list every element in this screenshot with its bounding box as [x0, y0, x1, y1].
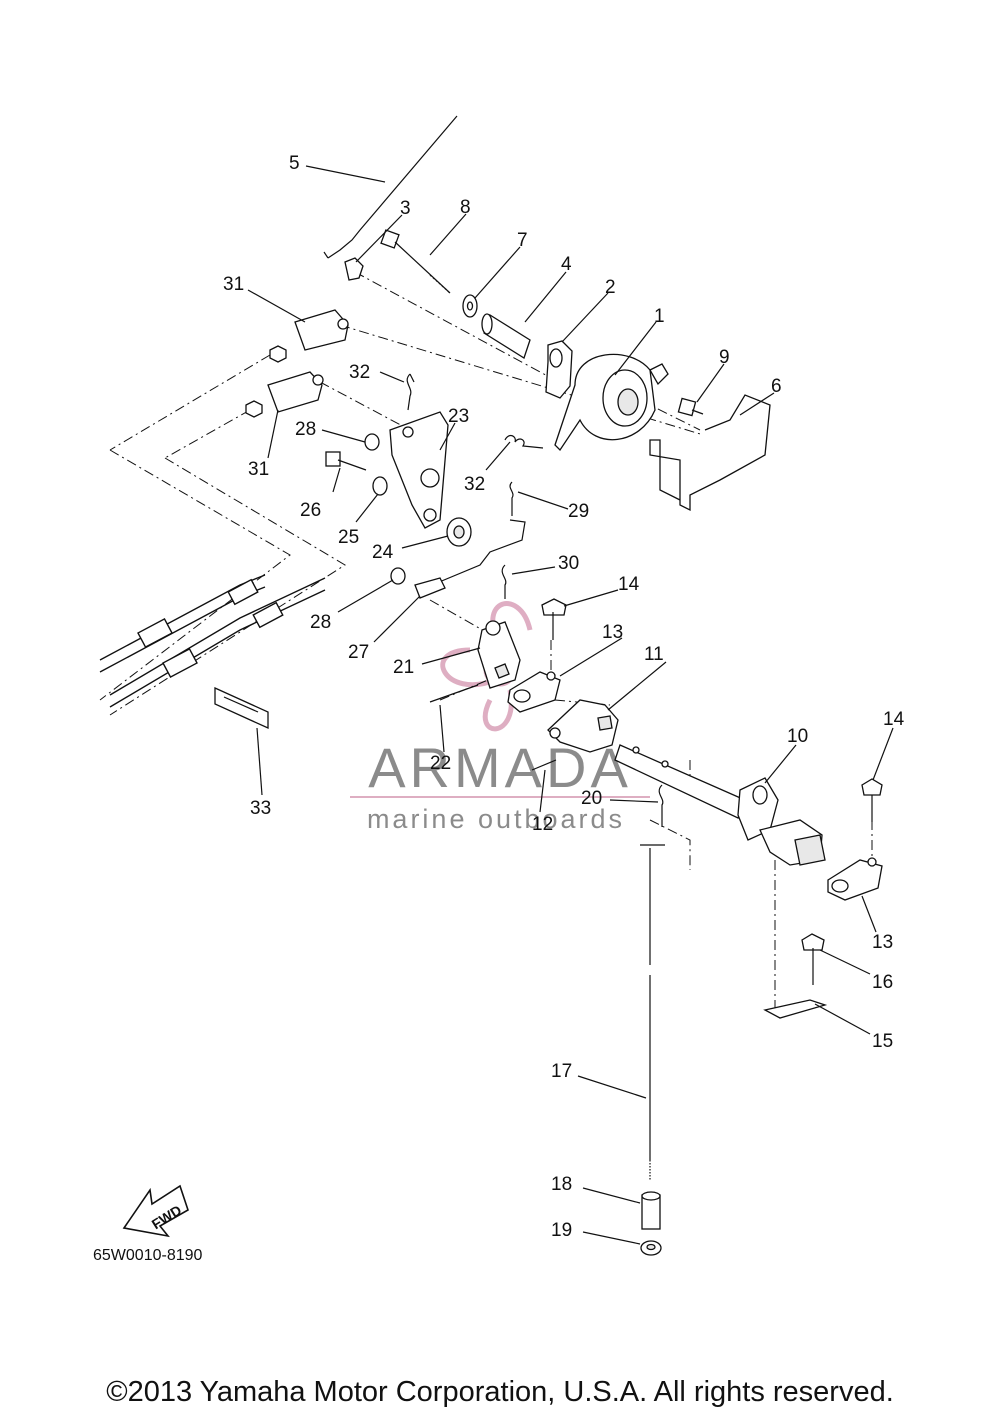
- callout-30: 30: [558, 553, 579, 574]
- callout-12: 12: [532, 814, 553, 835]
- part-washer-25: [372, 476, 388, 496]
- callout-27: 27: [348, 642, 369, 663]
- callout-28-upper: 28: [295, 419, 316, 440]
- callout-15: 15: [872, 1031, 893, 1052]
- callout-4: 4: [561, 254, 572, 275]
- part-bushing-24: [446, 517, 472, 547]
- part-bolt-14-upper: [541, 598, 567, 640]
- callout-6: 6: [771, 376, 782, 397]
- copyright-footer: ©2013 Yamaha Motor Corporation, U.S.A. A…: [106, 1376, 894, 1408]
- part-cables: [99, 574, 326, 708]
- part-nut-lower: [245, 400, 263, 418]
- callout-18: 18: [551, 1174, 572, 1195]
- part-3: [344, 257, 364, 281]
- callout-20: 20: [581, 788, 602, 809]
- callout-10: 10: [787, 726, 808, 747]
- part-clip-30: [501, 564, 507, 599]
- callout-22: 22: [430, 753, 451, 774]
- callout-28-lower: 28: [310, 612, 331, 633]
- part-clamp-13-right: [827, 857, 883, 901]
- part-lever-21: [477, 620, 521, 689]
- part-bolt-16: [801, 933, 825, 985]
- callout-19: 19: [551, 1220, 572, 1241]
- part-bracket-6: [649, 394, 771, 512]
- part-shaft-10: [614, 744, 826, 866]
- callout-29: 29: [568, 501, 589, 522]
- part-plate-15: [763, 999, 828, 1019]
- callout-16: 16: [872, 972, 893, 993]
- callout-7: 7: [517, 230, 528, 251]
- callout-labels: 1 2 3 4 5 6 7 8 9 10 11 12 13 14 16 15 1…: [223, 153, 905, 1241]
- part-pin-22: [429, 684, 479, 703]
- callout-32-upper: 32: [349, 362, 370, 383]
- part-bolt-26: [325, 451, 367, 471]
- part-sleeve-4: [481, 313, 531, 359]
- part-clip-29: [509, 481, 514, 516]
- part-bolt-14-right: [861, 778, 883, 822]
- part-bolt-8: [380, 229, 451, 294]
- part-nut-upper: [269, 345, 287, 363]
- callout-31-upper: 31: [223, 274, 244, 295]
- callout-25: 25: [338, 527, 359, 548]
- callout-1: 1: [654, 306, 665, 327]
- callout-14-right: 14: [883, 709, 905, 730]
- part-cam-1: [554, 353, 669, 452]
- callout-11: 11: [644, 644, 664, 665]
- callout-9: 9: [719, 347, 730, 368]
- callout-2: 2: [605, 277, 616, 298]
- callout-32-lower: 32: [464, 474, 485, 495]
- callout-13-upper: 13: [602, 622, 623, 643]
- part-code: 65W0010-8190: [93, 1247, 203, 1264]
- leader-lines: [247, 165, 894, 1245]
- callout-13-right: 13: [872, 932, 893, 953]
- parts: [99, 115, 883, 1256]
- part-clamp-13-upper: [507, 671, 561, 713]
- callout-3: 3: [400, 198, 411, 219]
- part-rod-5: [327, 115, 458, 259]
- part-washer-28-upper: [364, 433, 380, 451]
- part-clevis-31-upper: [294, 309, 349, 351]
- part-sleeve-18: [641, 1191, 661, 1230]
- part-cam-11: [547, 699, 619, 753]
- part-clip-20: [658, 784, 664, 827]
- part-tag-33: [214, 686, 269, 730]
- part-washer-28-lower: [390, 567, 406, 585]
- callout-23: 23: [448, 406, 469, 427]
- watermark-tagline: marine outboards: [367, 804, 625, 834]
- callout-24: 24: [372, 542, 394, 563]
- part-clip-32-lower: [504, 434, 544, 449]
- callout-33: 33: [250, 798, 271, 819]
- callout-5: 5: [289, 153, 300, 174]
- callout-17: 17: [551, 1061, 572, 1082]
- callout-14-upper: 14: [618, 574, 640, 595]
- callout-8: 8: [460, 197, 471, 218]
- part-pin-12: [531, 759, 557, 771]
- callout-26: 26: [300, 500, 321, 521]
- part-clip-32-upper: [406, 373, 415, 411]
- fwd-arrow-icon: FWD: [122, 1184, 189, 1238]
- callout-21: 21: [393, 657, 414, 678]
- part-bolt-9: [677, 397, 704, 417]
- part-plate-23: [389, 411, 449, 529]
- part-rod-17: [640, 844, 665, 1180]
- part-link-27: [419, 519, 526, 591]
- part-clevis-31-lower: [267, 371, 324, 413]
- callout-31-lower: 31: [248, 459, 269, 480]
